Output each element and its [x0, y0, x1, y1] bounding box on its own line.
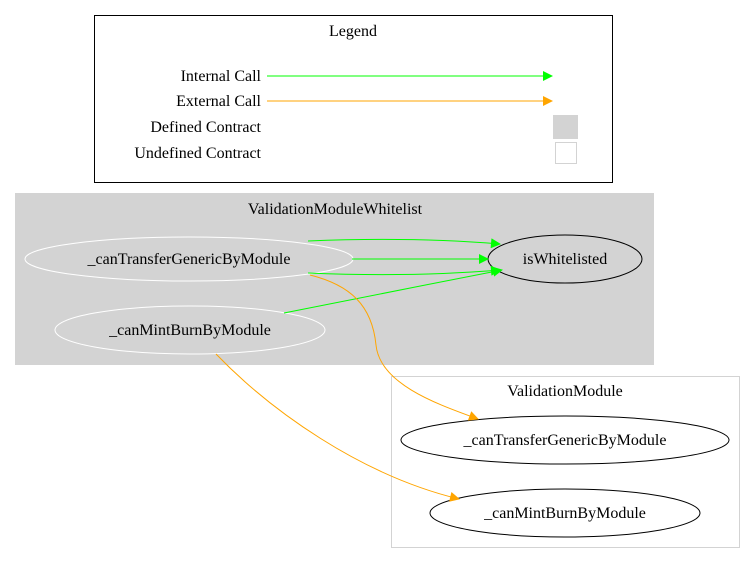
legend-frame [94, 15, 613, 183]
node-validation-can-mint-burn-label: _canMintBurnByModule [483, 505, 646, 522]
cluster-validation-module: ValidationModule _canTransferGenericByMo… [391, 376, 740, 548]
edge-external-mint-burn-to-validation [215, 353, 460, 502]
edge-external-transfer-to-validation [309, 274, 479, 421]
cluster-whitelist-background [15, 193, 654, 365]
legend-defined-contract-swatch [553, 115, 578, 139]
node-validation-can-transfer[interactable] [400, 415, 730, 465]
legend-undefined-contract-label: Undefined Contract [134, 145, 261, 162]
node-whitelist-can-mint-burn-label: _canMintBurnByModule [108, 322, 271, 339]
cluster-validation-title: ValidationModule [507, 383, 623, 400]
legend-external-call-label: External Call [176, 93, 261, 110]
cluster-validation-module-whitelist: ValidationModuleWhitelist _canTransferGe… [15, 193, 654, 365]
legend: Legend Internal Call External Call Defin… [94, 15, 613, 183]
cluster-validation-frame [391, 376, 740, 548]
node-is-whitelisted-label: isWhitelisted [523, 251, 607, 268]
legend-undefined-contract-swatch [555, 142, 577, 164]
legend-internal-call-label: Internal Call [181, 68, 262, 85]
edge-internal-transfer-to-whitelisted-upper [307, 238, 501, 249]
legend-title: Legend [329, 23, 377, 40]
node-whitelist-can-mint-burn[interactable] [54, 305, 326, 355]
node-whitelist-can-transfer-label: _canTransferGenericByModule [87, 251, 291, 268]
legend-defined-contract-label: Defined Contract [150, 119, 261, 136]
node-validation-can-mint-burn[interactable] [429, 488, 701, 538]
edges [215, 238, 503, 502]
node-validation-can-transfer-label: _canTransferGenericByModule [463, 432, 667, 449]
edge-internal-mint-burn-to-whitelisted [283, 266, 503, 314]
cluster-whitelist-title: ValidationModuleWhitelist [248, 201, 423, 218]
edge-internal-transfer-to-whitelisted-lower [307, 265, 501, 276]
